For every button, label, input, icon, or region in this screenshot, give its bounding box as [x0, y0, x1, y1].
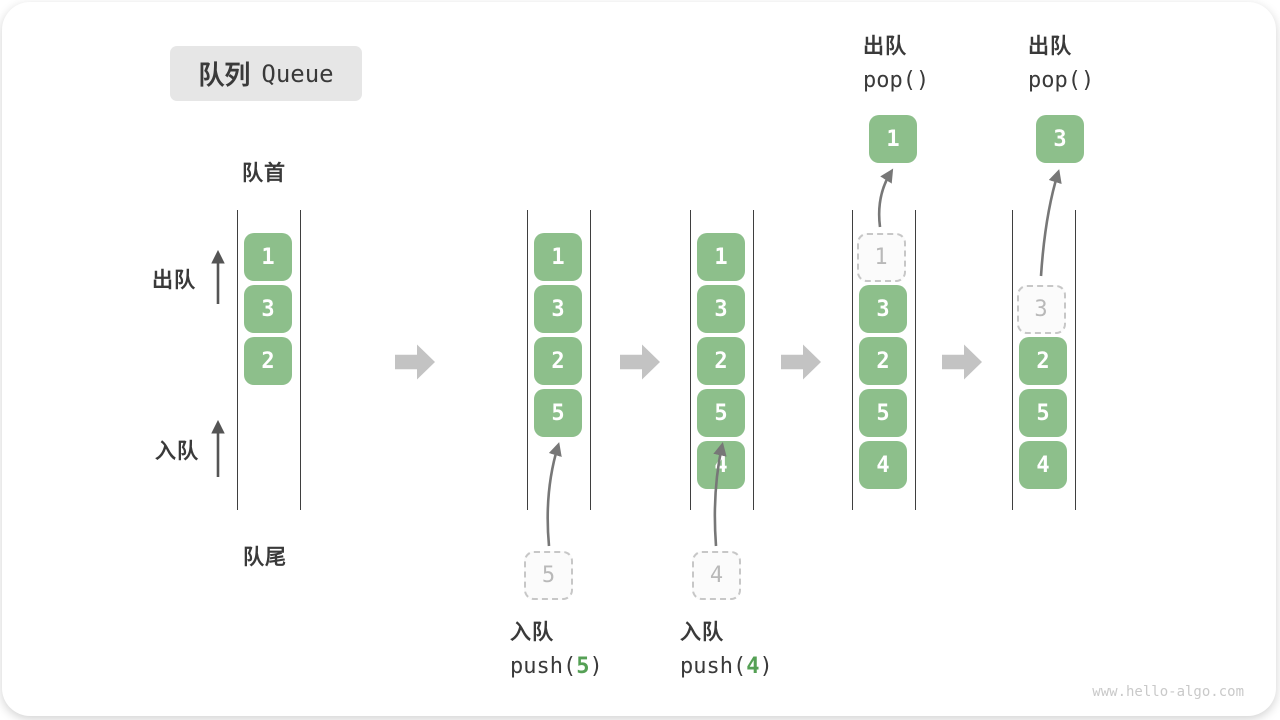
code-close: ): [589, 654, 603, 679]
op-enqueue-4-code: push(4): [680, 650, 773, 684]
code-fn: push(: [680, 654, 747, 679]
title-badge: 队列 Queue: [170, 46, 362, 101]
code-close: ): [759, 654, 773, 679]
queue-item: 5: [534, 389, 582, 437]
queue-column-state-3: 1 3 2 5 4: [690, 210, 754, 510]
queue-column-state-4: 1 3 2 5 4: [852, 210, 916, 510]
queue-item: 1: [534, 233, 582, 281]
op-dequeue-3-code: pop(): [1028, 68, 1095, 93]
op-enqueue-4: 入队 push(4): [680, 616, 773, 684]
label-queue-front: 队首: [242, 162, 286, 185]
title-english: Queue: [261, 59, 334, 88]
queue-item: 2: [244, 337, 292, 385]
queue-column-state-2: 1 3 2 5: [527, 210, 591, 510]
op-enqueue-5: 入队 push(5): [510, 616, 603, 684]
queue-item: 1: [697, 233, 745, 281]
popped-item-3: 3: [1036, 115, 1084, 163]
queue-item: 2: [1019, 337, 1067, 385]
queue-item: 3: [534, 285, 582, 333]
queue-column-state-1: 1 3 2: [237, 210, 301, 510]
removed-item-slot: 1: [856, 233, 906, 282]
label-enqueue-left: 入队: [155, 440, 199, 463]
queue-item: 3: [859, 285, 907, 333]
op-dequeue-1-code: pop(): [863, 68, 930, 93]
queue-item: 4: [859, 441, 907, 489]
label-queue-rear: 队尾: [243, 546, 287, 569]
queue-item: 2: [534, 337, 582, 385]
title-chinese: 队列: [198, 60, 251, 90]
queue-item: 4: [697, 441, 745, 489]
code-fn: push(: [510, 654, 577, 679]
op-dequeue-1: 出队 pop(): [863, 30, 929, 98]
queue-item: 5: [697, 389, 745, 437]
queue-item: 5: [859, 389, 907, 437]
removed-item-slot: 3: [1016, 285, 1066, 334]
op-dequeue-3-title: 出队: [1028, 35, 1072, 58]
incoming-item-5: 5: [524, 551, 573, 600]
popped-item-1: 1: [869, 115, 917, 163]
queue-column-state-5: 3 2 5 4: [1012, 210, 1076, 510]
watermark: www.hello-algo.com: [1092, 684, 1244, 700]
op-dequeue-1-title: 出队: [863, 35, 907, 58]
op-enqueue-5-title: 入队: [510, 621, 554, 644]
label-dequeue-left: 出队: [152, 269, 196, 292]
queue-item: 4: [1019, 441, 1067, 489]
incoming-item-4: 4: [692, 551, 741, 600]
op-enqueue-5-code: push(5): [510, 650, 603, 684]
queue-item: 3: [244, 285, 292, 333]
code-arg: 4: [746, 654, 760, 679]
queue-item: 2: [859, 337, 907, 385]
op-dequeue-3: 出队 pop(): [1028, 30, 1094, 98]
queue-item: 3: [697, 285, 745, 333]
code-arg: 5: [576, 654, 590, 679]
queue-item: 2: [697, 337, 745, 385]
op-enqueue-4-title: 入队: [680, 621, 724, 644]
queue-item: 1: [244, 233, 292, 281]
queue-item: 5: [1019, 389, 1067, 437]
